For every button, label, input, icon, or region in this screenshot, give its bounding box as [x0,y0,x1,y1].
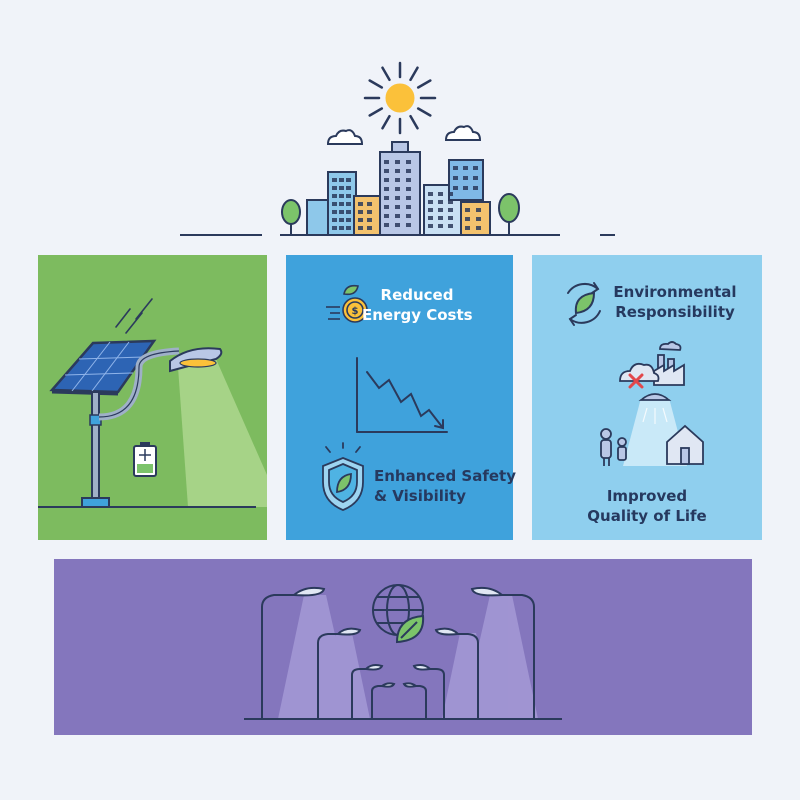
shield-leaf-icon [322,442,364,511]
reduced-energy-costs-label: Reduced Energy Costs [362,286,473,324]
cloud-icon [326,125,482,145]
tree-icon [281,193,520,235]
streetlights-row-icon [244,586,562,720]
improved-quality-label: Improved Quality of Life [587,487,707,525]
people-house-icon [600,393,704,466]
downtrend-chart-icon [356,357,448,433]
globe-leaf-icon [372,584,425,644]
solar-streetlight-icon [38,298,267,508]
environmental-responsibility-label: Environmental Responsibility [613,283,737,321]
recycle-leaf-icon [567,282,601,326]
city-skyline [180,125,615,236]
svg-text:$: $ [352,306,359,317]
battery-icon [133,442,157,477]
enhanced-safety-label: Enhanced Safety & Visibility [374,467,517,505]
factory-cloud-icon [619,341,685,389]
sun-icon [363,61,437,135]
coin-leaf-icon: $ [326,284,368,323]
